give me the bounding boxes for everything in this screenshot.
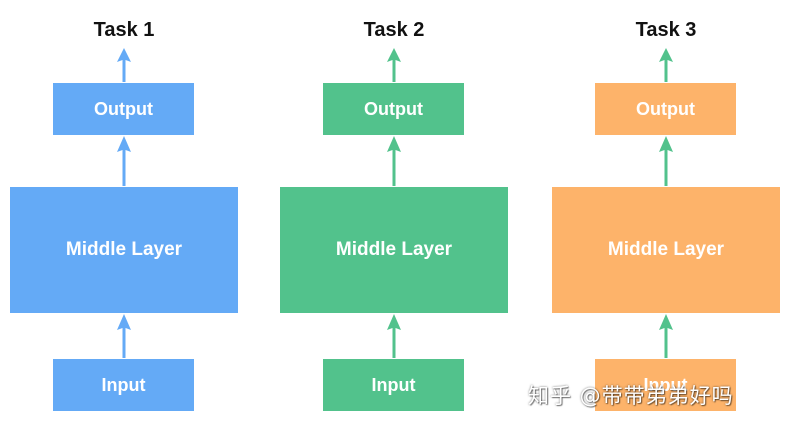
middle-layer-box: Middle Layer bbox=[552, 187, 780, 313]
input-label: Input bbox=[101, 374, 146, 395]
arrow-up-icon bbox=[116, 314, 132, 358]
middle-layer-box: Middle Layer bbox=[280, 187, 508, 313]
output-label: Output bbox=[636, 98, 695, 119]
output-box: Output bbox=[53, 83, 194, 135]
task-title: Task 1 bbox=[93, 19, 155, 41]
arrow-up-icon bbox=[386, 136, 402, 186]
arrow-up-icon bbox=[658, 48, 674, 82]
middle-layer-label: Middle Layer bbox=[65, 239, 183, 260]
input-box: Input bbox=[595, 359, 736, 411]
arrow-up-icon bbox=[116, 48, 132, 82]
middle-layer-label: Middle Layer bbox=[335, 239, 453, 260]
task-title: Task 2 bbox=[363, 19, 425, 41]
output-box: Output bbox=[323, 83, 464, 135]
task-title: Task 3 bbox=[635, 19, 697, 41]
arrow-up-icon bbox=[116, 136, 132, 186]
input-box: Input bbox=[323, 359, 464, 411]
output-label: Output bbox=[364, 98, 423, 119]
input-box: Input bbox=[53, 359, 194, 411]
arrow-up-icon bbox=[386, 48, 402, 82]
middle-layer-label: Middle Layer bbox=[607, 239, 725, 260]
middle-layer-box: Middle Layer bbox=[10, 187, 238, 313]
task-column-1: Task 1 Output Middle Layer Input bbox=[10, 0, 238, 430]
arrow-up-icon bbox=[658, 314, 674, 358]
watermark: 知乎 @带带弟弟好吗 bbox=[528, 384, 734, 408]
task-column-2: Task 2 Output Middle Layer Input bbox=[280, 0, 508, 430]
input-label: Input bbox=[371, 374, 416, 395]
arrow-up-icon bbox=[658, 136, 674, 186]
output-box: Output bbox=[595, 83, 736, 135]
input-label: Input bbox=[643, 374, 688, 395]
task-column-3: Task 3 Output Middle Layer Input bbox=[552, 0, 780, 430]
arrow-up-icon bbox=[386, 314, 402, 358]
output-label: Output bbox=[94, 98, 153, 119]
